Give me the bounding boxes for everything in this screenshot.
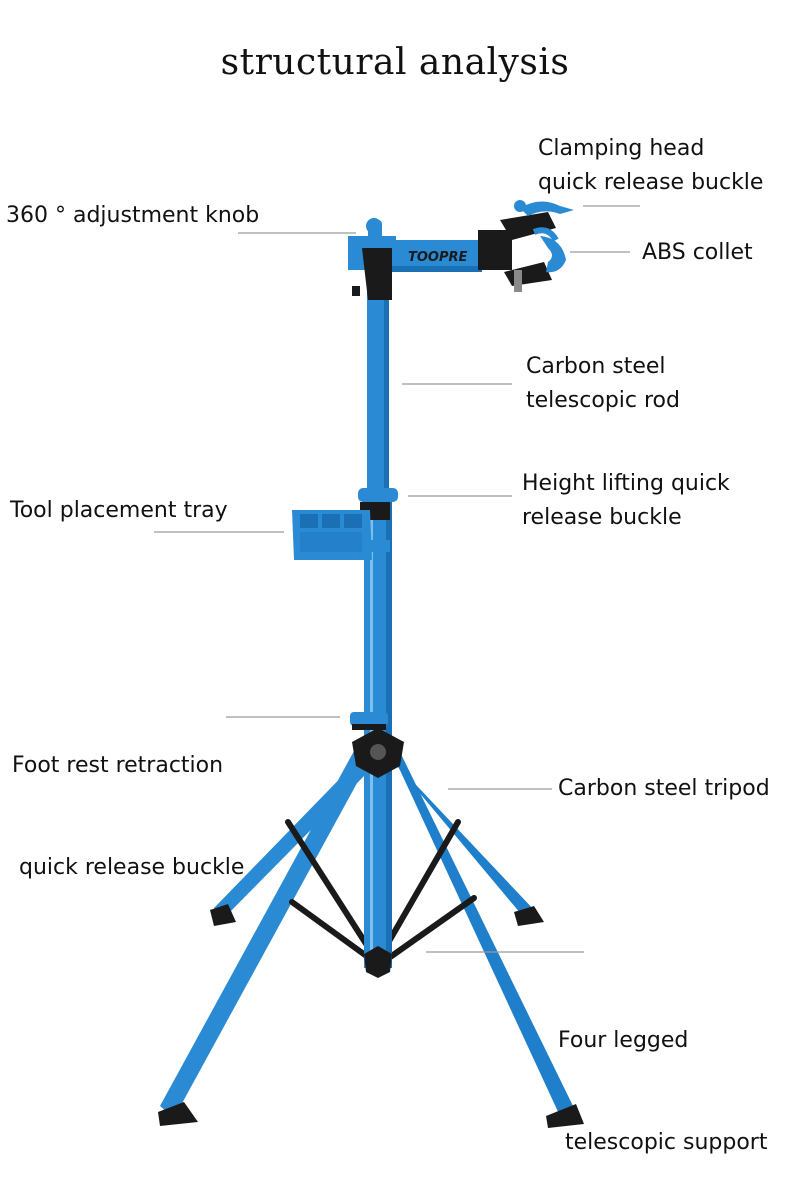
- foot-front-right: [546, 1104, 584, 1128]
- label-tool-tray: Tool placement tray: [10, 498, 228, 523]
- foot-back-right: [514, 906, 544, 926]
- label-foot-buckle: Foot rest retraction quick release buckl…: [12, 753, 245, 880]
- page-title: structural analysis: [220, 42, 570, 83]
- label-telescopic-rod: Carbon steel telescopic rod: [526, 354, 680, 413]
- leg-back-right: [392, 760, 536, 920]
- foot-back-left: [210, 904, 236, 926]
- label-support: Four legged telescopic support: [558, 1028, 768, 1155]
- tool-tray: [292, 510, 390, 560]
- brand-logo: TOOPRE: [408, 250, 468, 265]
- rubber-feet: [158, 904, 584, 1128]
- leg-front-left: [160, 740, 374, 1118]
- foot-front-left: [158, 1102, 198, 1126]
- leg-hub: [350, 712, 404, 978]
- leg-front-right: [386, 740, 574, 1116]
- leader-lines: [154, 205, 640, 953]
- label-adjustment-knob: 360 ° adjustment knob: [6, 203, 260, 228]
- top-joint: [348, 218, 396, 300]
- label-abs-collet: ABS collet: [642, 240, 753, 265]
- tripod-legs: [160, 740, 574, 1118]
- leg-back-left: [214, 760, 368, 918]
- mast: [364, 292, 392, 968]
- label-height-buckle: Height lifting quick release buckle: [522, 471, 730, 530]
- label-clamping-head: Clamping head quick release buckle: [538, 136, 764, 195]
- label-tripod: Carbon steel tripod: [558, 776, 770, 801]
- clamp-arm: TOOPRE: [392, 240, 482, 272]
- upper-tube: [367, 292, 389, 502]
- support-struts: [285, 819, 477, 963]
- clamp-head: [478, 200, 574, 292]
